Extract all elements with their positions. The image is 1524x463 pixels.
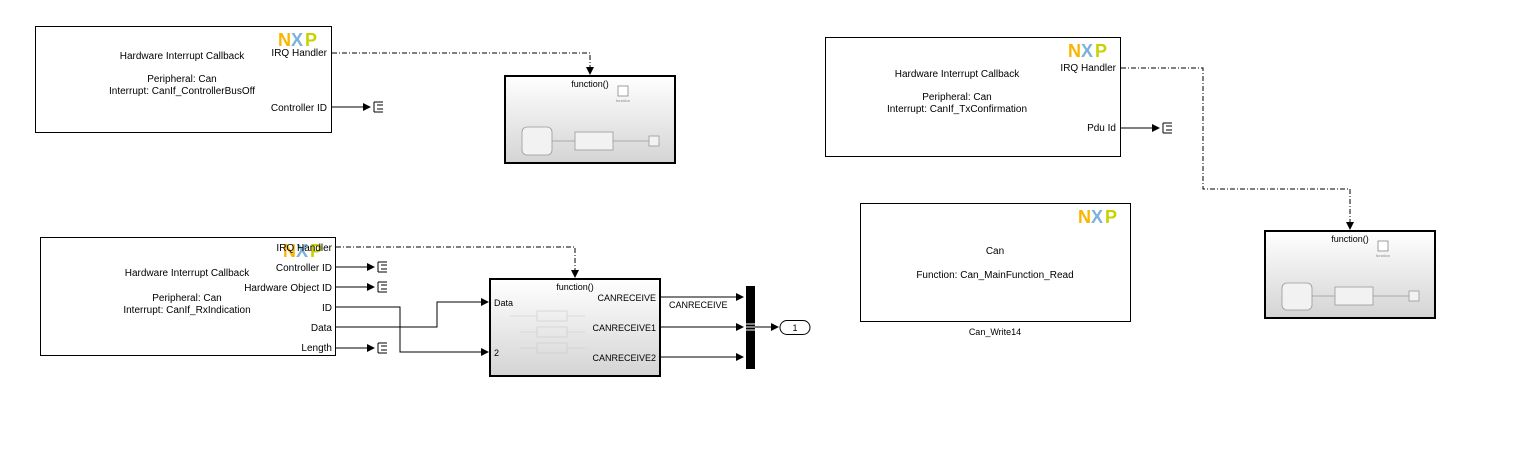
block-title: Hardware Interrupt Callback <box>125 268 250 279</box>
output-port-canreceive1: CANRECEIVE1 <box>592 323 656 333</box>
signal-line-data[interactable] <box>336 298 489 328</box>
inner-blocks-preview <box>510 310 585 354</box>
inner-block-icon <box>574 131 614 151</box>
block-name: Can_Write14 <box>969 327 1021 337</box>
block-peripheral: Peripheral: Can <box>152 293 221 304</box>
port-pdu-id: Pdu Id <box>1087 123 1116 134</box>
trigger-line[interactable] <box>332 52 594 75</box>
inner-outport-icon <box>648 135 660 147</box>
inner-inport-icon <box>521 126 553 156</box>
inner-inport-icon <box>1281 282 1313 311</box>
block-interrupt: Interrupt: CanIf_TxConfirmation <box>887 104 1027 115</box>
nxp-logo <box>1078 207 1118 227</box>
port-irq-handler: IRQ Handler <box>1060 63 1116 74</box>
port-controller-id: Controller ID <box>271 103 327 114</box>
terminator-block[interactable] <box>1162 122 1173 134</box>
port-irq-handler: IRQ Handler <box>276 243 332 254</box>
block-peripheral: Peripheral: Can <box>147 74 216 85</box>
terminator-block[interactable] <box>377 342 388 354</box>
block-interrupt: Interrupt: CanIf_RxIndication <box>123 305 250 316</box>
input-port-data: Data <box>494 298 513 308</box>
nxp-logo <box>1068 41 1108 61</box>
can-main-function-block[interactable]: Can Function: Can_MainFunction_Read <box>860 203 1131 322</box>
port-hardware-object-id: Hardware Object ID <box>244 283 332 294</box>
irq-block-rx[interactable]: Hardware Interrupt Callback Peripheral: … <box>40 237 336 356</box>
port-data: Data <box>311 323 333 334</box>
subsystem-label: function() <box>571 79 609 89</box>
signal-label: CANRECEIVE <box>669 300 728 310</box>
function-call-subsystem-2[interactable]: function() function <box>1264 230 1436 319</box>
block-peripheral: Peripheral: Can <box>922 92 991 103</box>
trigger-icon-label: function <box>616 98 630 103</box>
output-port-canreceive: CANRECEIVE <box>597 293 656 303</box>
terminator-block[interactable] <box>377 261 388 273</box>
trigger-icon <box>617 85 629 97</box>
port-controller-id: Controller ID <box>276 263 332 274</box>
block-title: Hardware Interrupt Callback <box>120 51 245 62</box>
port-length: Length <box>301 343 332 354</box>
block-function: Function: Can_MainFunction_Read <box>916 270 1073 281</box>
function-call-subsystem-main[interactable]: function() Data 2 CANRECEIVE CANRECEIVE1… <box>489 278 661 377</box>
outport-block[interactable]: 1 <box>779 320 811 335</box>
block-title: Can <box>986 246 1004 257</box>
subsystem-label: function() <box>556 282 594 292</box>
trigger-line[interactable] <box>1121 67 1354 230</box>
trigger-icon <box>1377 240 1389 252</box>
signal-line-id[interactable] <box>336 306 489 356</box>
mux-block[interactable] <box>746 286 755 369</box>
output-port-canreceive2: CANRECEIVE2 <box>592 353 656 363</box>
nxp-logo <box>278 30 318 50</box>
input-port-2: 2 <box>494 348 499 358</box>
inner-block-icon <box>1334 286 1374 306</box>
inner-outport-icon <box>1408 290 1420 302</box>
trigger-icon-label: function <box>1376 253 1390 258</box>
port-id: ID <box>322 303 332 314</box>
outport-number: 1 <box>792 323 797 333</box>
terminator-block[interactable] <box>373 101 384 113</box>
block-interrupt: Interrupt: CanIf_ControllerBusOff <box>109 86 255 97</box>
function-call-subsystem-1[interactable]: function() function <box>504 75 676 164</box>
terminator-block[interactable] <box>377 281 388 293</box>
trigger-line[interactable] <box>336 246 579 278</box>
irq-block-busoff[interactable]: Hardware Interrupt Callback Peripheral: … <box>35 26 332 133</box>
irq-block-tx[interactable]: Hardware Interrupt Callback Peripheral: … <box>825 37 1121 157</box>
subsystem-label: function() <box>1331 234 1369 244</box>
block-title: Hardware Interrupt Callback <box>895 69 1020 80</box>
port-irq-handler: IRQ Handler <box>271 48 327 59</box>
